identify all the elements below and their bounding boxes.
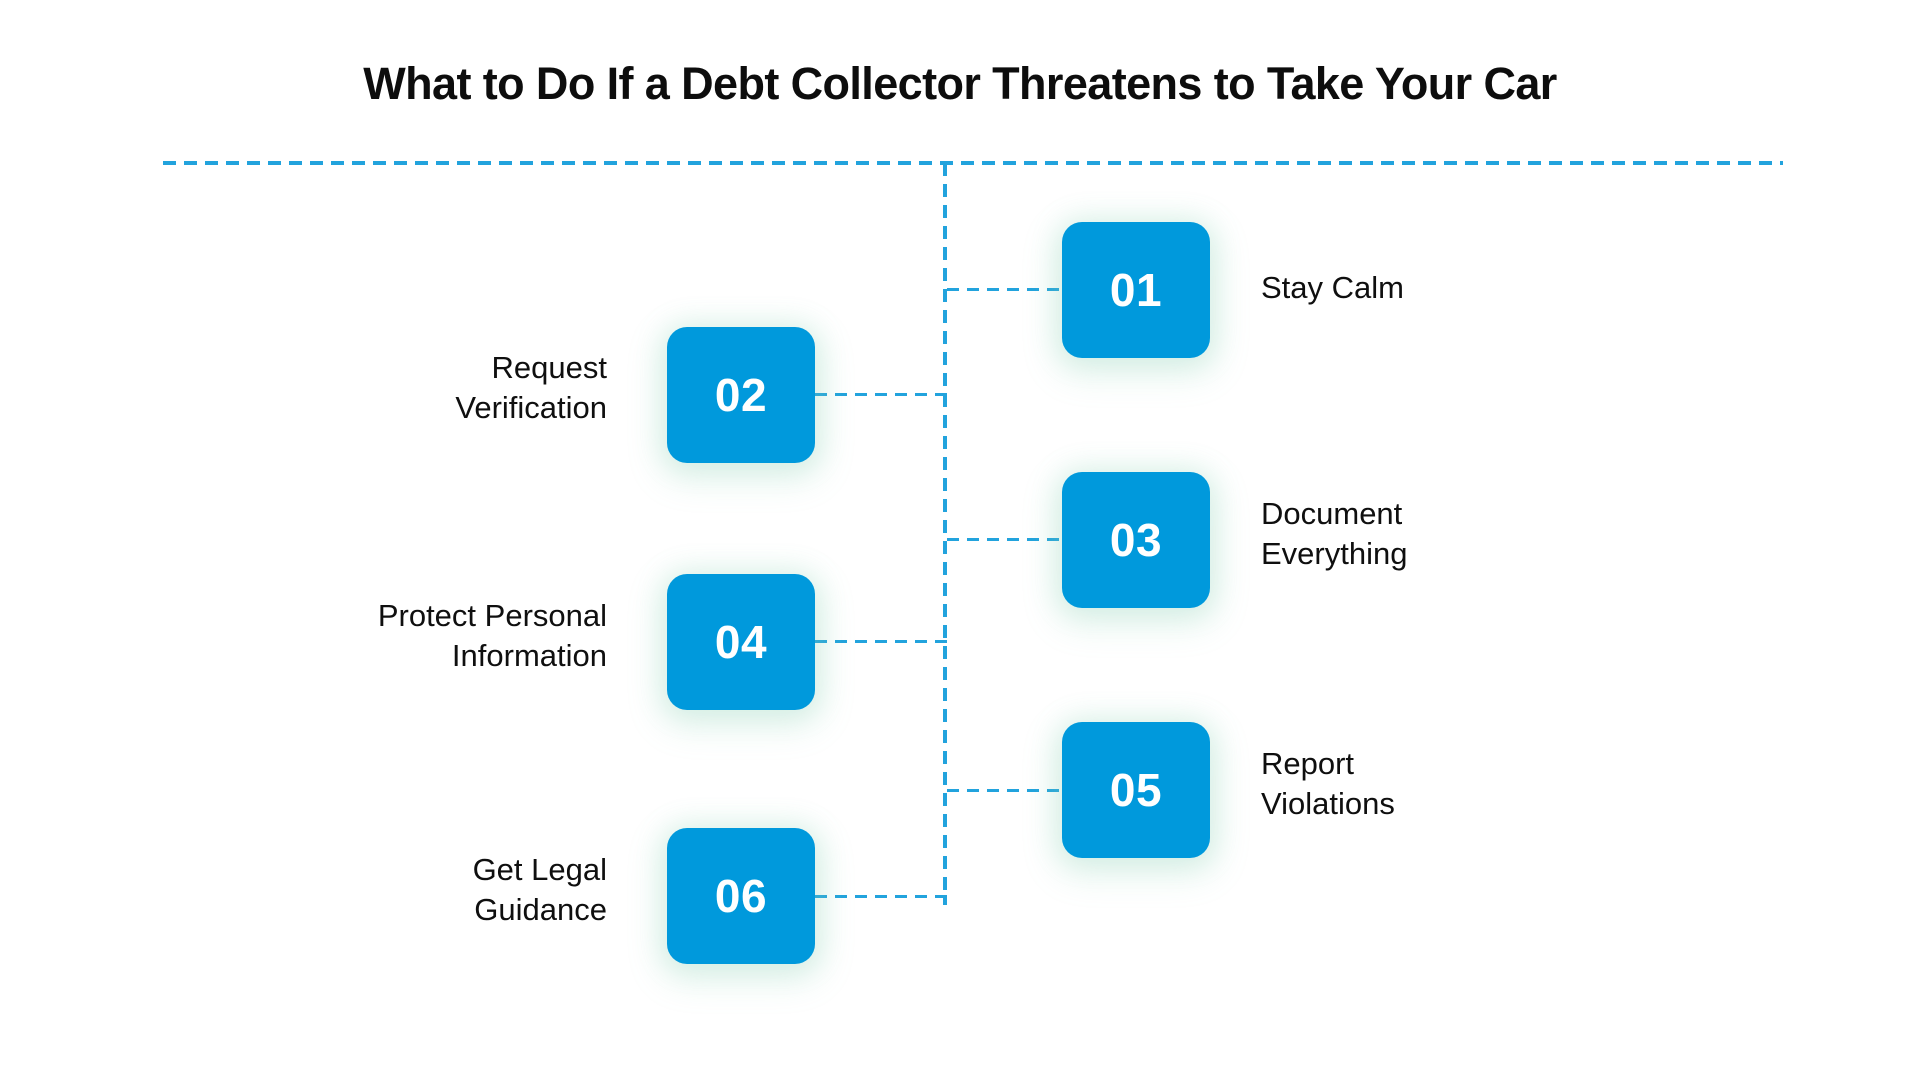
step-number-03: 03 [1109,514,1163,566]
step-box-06[interactable]: 06 [667,828,815,964]
step-box-04[interactable]: 04 [667,574,815,710]
step-label-06: Get Legal Guidance [247,850,607,929]
step-label-06-line-1: Get Legal [472,852,607,887]
step-label-02-line-1: Request [491,350,607,385]
page-title: What to Do If a Debt Collector Threatens… [363,58,1557,109]
step-box-01[interactable]: 01 [1062,222,1210,358]
step-box-05[interactable]: 05 [1062,722,1210,858]
step-label-05: Report Violations [1261,744,1601,823]
step-label-03-line-2: Everything [1261,535,1408,571]
step-label-05-line-1: Report [1261,746,1355,781]
step-label-03-line-1: Document [1261,496,1403,531]
step-label-06-line-2: Guidance [474,891,607,927]
step-number-04: 04 [714,616,768,668]
connector-step-04 [815,640,947,643]
timeline-spine [943,163,947,905]
connector-step-05 [947,789,1064,792]
step-number-01: 01 [1109,264,1163,316]
step-label-05-line-2: Violations [1261,785,1395,821]
connector-step-06 [815,895,947,898]
step-label-02-line-2: Verification [455,389,607,425]
step-box-02[interactable]: 02 [667,327,815,463]
step-label-02: Request Verification [237,348,607,427]
step-box-03[interactable]: 03 [1062,472,1210,608]
step-label-03: Document Everything [1261,494,1641,573]
step-number-05: 05 [1109,764,1163,816]
step-label-01-line-1: Stay Calm [1261,270,1404,305]
step-label-04: Protect Personal Information [167,596,607,675]
step-label-04-line-1: Protect Personal [377,598,607,633]
step-label-04-line-2: Information [451,637,607,673]
step-number-06: 06 [714,870,768,922]
connector-step-03 [947,538,1064,541]
connector-step-02 [815,393,947,396]
step-label-01: Stay Calm [1261,268,1591,308]
step-number-02: 02 [714,369,768,421]
title-divider [163,161,1783,165]
connector-step-01 [947,288,1064,291]
